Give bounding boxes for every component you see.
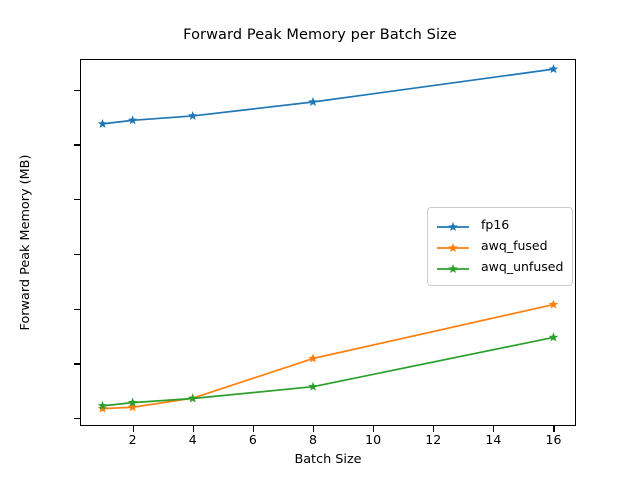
x-axis-tick-label: 6 bbox=[248, 432, 257, 447]
x-axis-tick-mark bbox=[252, 426, 254, 432]
legend-label: fp16 bbox=[481, 217, 510, 233]
x-axis-tick-label: 2 bbox=[128, 432, 137, 447]
x-axis-tick-label: 10 bbox=[365, 432, 382, 447]
data-point-marker bbox=[187, 393, 198, 403]
x-axis-tick-mark bbox=[493, 426, 495, 432]
y-axis-tick-mark bbox=[74, 418, 80, 420]
y-axis-tick-mark bbox=[74, 363, 80, 365]
series-line bbox=[101, 68, 555, 125]
legend-item-awq_unfused: awq_unfused bbox=[436, 257, 563, 278]
series-awq_unfused bbox=[97, 332, 559, 410]
series-fp16 bbox=[97, 64, 559, 128]
legend: fp16 awq_fused awq_unfused bbox=[427, 207, 574, 286]
y-axis-tick-mark bbox=[74, 199, 80, 201]
plot-area bbox=[80, 59, 576, 426]
y-axis-tick-mark bbox=[74, 144, 80, 146]
x-axis-tick-mark bbox=[312, 426, 315, 432]
x-axis-label: Batch Size bbox=[294, 452, 362, 467]
legend-item-awq_fused: awq_fused bbox=[436, 236, 563, 257]
data-point-marker bbox=[127, 115, 138, 125]
series-awq_fused bbox=[97, 299, 559, 413]
series-plot bbox=[97, 64, 559, 413]
data-point-marker bbox=[127, 402, 138, 412]
x-axis-tick-label: 12 bbox=[425, 432, 442, 447]
x-axis-tick-label: 4 bbox=[188, 432, 197, 447]
x-axis-tick-mark bbox=[373, 426, 375, 432]
x-axis-tick-mark bbox=[192, 426, 194, 432]
y-axis-tick-mark bbox=[74, 308, 80, 310]
data-point-marker bbox=[97, 400, 108, 410]
x-axis-tick-mark bbox=[132, 426, 134, 432]
legend-line-marker-icon bbox=[436, 219, 470, 233]
series-line bbox=[101, 303, 555, 410]
y-axis-label: Forward Peak Memory (MB) bbox=[18, 154, 33, 331]
x-axis-tick-mark bbox=[433, 426, 435, 432]
data-point-marker bbox=[308, 96, 318, 107]
legend-label: awq_unfused bbox=[481, 259, 564, 275]
x-axis-tick-label: 14 bbox=[485, 432, 502, 447]
data-point-marker bbox=[548, 299, 559, 309]
legend-item-fp16: fp16 bbox=[436, 215, 563, 236]
y-axis-tick-mark bbox=[74, 253, 80, 256]
x-axis-tick-mark bbox=[553, 426, 555, 432]
data-point-marker bbox=[548, 332, 559, 342]
data-point-marker bbox=[548, 64, 559, 74]
data-point-marker bbox=[308, 381, 318, 391]
y-axis-tick-mark bbox=[74, 89, 80, 91]
legend-line-marker-icon bbox=[436, 240, 470, 254]
series-line bbox=[101, 336, 555, 407]
data-point-marker bbox=[97, 118, 108, 128]
data-point-marker bbox=[127, 397, 138, 407]
data-point-marker bbox=[187, 110, 198, 120]
x-axis-tick-label: 8 bbox=[308, 432, 317, 447]
chart-title: Forward Peak Memory per Batch Size bbox=[183, 27, 457, 43]
legend-line-marker-icon bbox=[436, 261, 470, 275]
data-point-marker bbox=[97, 403, 108, 413]
data-point-marker bbox=[308, 353, 318, 363]
axes-frame bbox=[80, 59, 576, 426]
x-axis-tick-label: 16 bbox=[545, 432, 562, 447]
legend-label: awq_fused bbox=[481, 238, 548, 254]
